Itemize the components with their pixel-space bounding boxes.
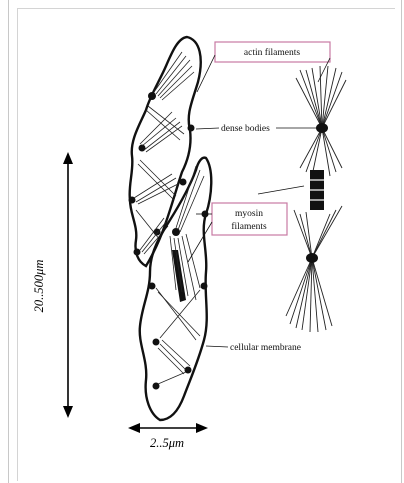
length-dimension-arrow (63, 152, 73, 418)
myosin-label-line1: myosin (235, 209, 263, 219)
myosin-label-line2: filaments (231, 221, 267, 232)
lower-muscle-cell (140, 158, 212, 420)
cellular-membrane-label: cellular membrane (230, 343, 301, 353)
upper-muscle-cell (129, 37, 201, 266)
width-dimension-label: 2..5μm (150, 436, 184, 450)
actin-myosin-unit (286, 66, 346, 332)
length-dimension-label: 20..500μm (32, 260, 46, 313)
width-dimension-arrow (128, 423, 208, 433)
dense-bodies-label: dense bodies (221, 124, 270, 134)
actin-filaments-label: actin filaments (244, 47, 300, 58)
